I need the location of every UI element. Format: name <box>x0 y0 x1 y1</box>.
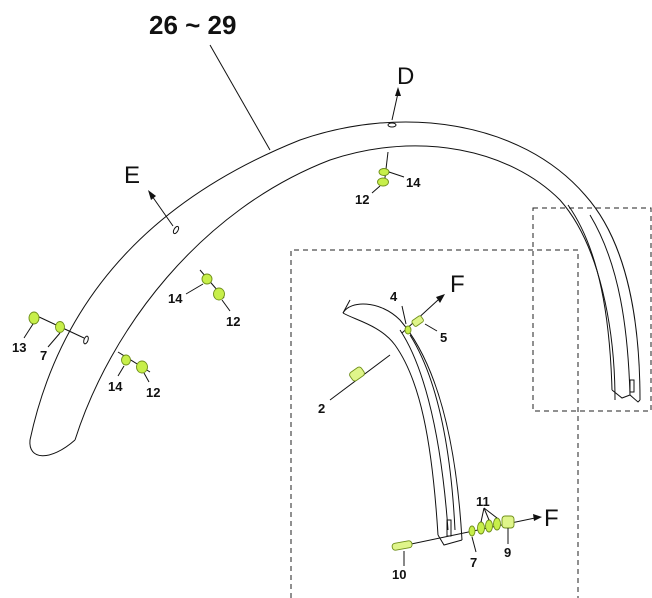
part-4-washer <box>404 325 412 335</box>
label-f-bottom: F <box>544 505 559 532</box>
hardware-top <box>371 151 405 194</box>
mount-hole-d <box>387 122 397 128</box>
part-14-lower-left <box>121 354 131 366</box>
part-10-bolt <box>391 540 413 551</box>
label-part-2: 2 <box>318 401 325 416</box>
label-f-top: F <box>450 271 465 298</box>
arrow-d-head <box>395 87 401 96</box>
part-2-rivet <box>349 366 365 382</box>
label-part-4: 4 <box>390 289 398 304</box>
part-7-washer-bottom <box>468 525 476 537</box>
arrow-e-head <box>148 190 156 200</box>
arrow-d-line <box>391 92 399 121</box>
label-part-14-middle: 14 <box>168 291 183 306</box>
label-part-12-middle: 12 <box>226 314 240 329</box>
part-13-bolt <box>28 311 40 325</box>
label-part-7-left: 7 <box>40 348 47 363</box>
fender-body <box>29 121 641 457</box>
label-part-12-left: 12 <box>146 385 160 400</box>
mount-hole-left <box>83 335 89 345</box>
detail-fender-segment <box>342 299 463 546</box>
part-12-middle <box>213 287 225 301</box>
part-11-washer-c <box>493 517 501 531</box>
part-14-top <box>378 168 390 176</box>
label-part-9: 9 <box>504 545 511 560</box>
label-part-10: 10 <box>392 567 406 582</box>
hardware-lower-left <box>117 351 151 383</box>
part-9-nut <box>501 515 515 529</box>
part-11-washer-a <box>477 521 485 535</box>
label-part-7-bottom: 7 <box>470 555 477 570</box>
part-5-screw <box>411 315 424 327</box>
label-d: D <box>397 63 414 90</box>
label-part-14-top: 14 <box>406 175 421 190</box>
hardware-detail-2 <box>329 354 391 401</box>
diagram-title: 26 ~ 29 <box>149 10 236 40</box>
part-12-lower-left <box>136 360 148 374</box>
hardware-detail-4-5 <box>401 294 445 335</box>
hardware-middle <box>185 269 231 312</box>
label-part-14-left: 14 <box>108 379 123 394</box>
title-leader-line <box>209 44 271 151</box>
fender-end-slot <box>629 379 635 393</box>
label-part-12-top: 12 <box>355 192 369 207</box>
mount-hole-e <box>172 225 180 235</box>
label-part-11: 11 <box>476 494 490 509</box>
part-7-washer-left <box>55 321 65 333</box>
label-part-13: 13 <box>12 340 26 355</box>
part-11-washer-b <box>485 519 493 533</box>
detail-box-large <box>290 249 579 598</box>
hardware-left <box>23 311 85 348</box>
label-part-5: 5 <box>440 330 447 345</box>
arrow-e-line <box>151 195 174 227</box>
detail-box-small <box>532 207 652 412</box>
hardware-detail-bottom <box>391 507 542 566</box>
part-14-middle <box>201 273 213 285</box>
label-e: E <box>124 162 140 189</box>
part-12-top <box>377 177 389 187</box>
